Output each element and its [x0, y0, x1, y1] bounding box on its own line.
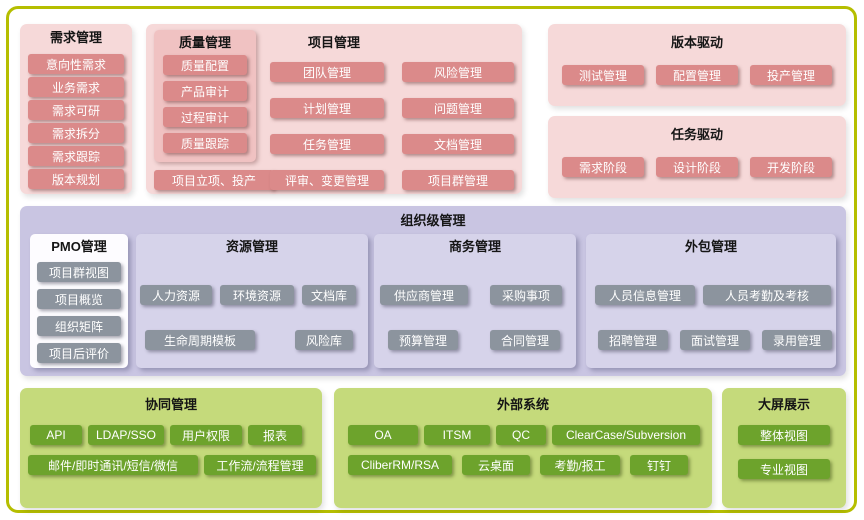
section-org-level: 组织级管理 PMO管理 项目群视图 项目概览 组织矩阵 项目后评价 资源管理 人… — [20, 206, 846, 376]
section-requirements: 需求管理 意向性需求 业务需求 需求可研 需求拆分 需求跟踪 版本规划 — [20, 24, 132, 194]
collaboration-title: 协同管理 — [144, 397, 197, 412]
module-row: 供应商管理 采购事项 — [374, 285, 576, 305]
business-title: 商务管理 — [448, 239, 501, 254]
task-driven-title: 任务驱动 — [670, 127, 723, 142]
module-node: 团队管理 — [270, 62, 384, 82]
module-node: 人力资源 — [140, 285, 212, 305]
module-node: OA — [348, 425, 418, 445]
module-node: 问题管理 — [402, 98, 514, 118]
module-node: 产品审计 — [163, 81, 247, 101]
module-row: 生命周期模板 风险库 — [136, 330, 368, 350]
module-node: 风险库 — [295, 330, 353, 350]
section-collaboration: 协同管理 API LDAP/SSO 用户权限 报表 邮件/即时通讯/短信/微信 … — [20, 388, 322, 508]
module-node: 录用管理 — [762, 330, 832, 350]
module-node: 采购事项 — [490, 285, 562, 305]
module-node: 版本规划 — [28, 169, 124, 189]
resource-title: 资源管理 — [225, 239, 278, 254]
panel-outsourcing: 外包管理 人员信息管理 人员考勤及考核 招聘管理 面试管理 录用管理 — [586, 234, 836, 368]
module-node: 质量配置 — [163, 55, 247, 75]
module-node: 供应商管理 — [380, 285, 468, 305]
module-node: 开发阶段 — [750, 157, 832, 177]
requirements-title: 需求管理 — [49, 30, 102, 45]
module-node: 项目群管理 — [402, 170, 514, 190]
module-node: 组织矩阵 — [37, 316, 121, 336]
version-driven-title: 版本驱动 — [670, 35, 723, 50]
module-node: 人员考勤及考核 — [703, 285, 831, 305]
section-project: 项目管理 质量管理 质量配置 产品审计 过程审计 质量跟踪 项目立项、投产 团队… — [146, 24, 522, 194]
module-row: 招聘管理 面试管理 录用管理 — [586, 330, 836, 350]
module-row: CliberRM/RSA 云桌面 考勤/报工 钉钉 — [334, 455, 712, 475]
panel-business: 商务管理 供应商管理 采购事项 预算管理 合同管理 — [374, 234, 576, 368]
module-row: API LDAP/SSO 用户权限 报表 — [20, 425, 322, 445]
module-node: 钉钉 — [630, 455, 688, 475]
module-node: 生命周期模板 — [145, 330, 255, 350]
module-node: 考勤/报工 — [540, 455, 620, 475]
module-node: 工作流/流程管理 — [204, 455, 316, 475]
module-node: 设计阶段 — [656, 157, 738, 177]
external-systems-title: 外部系统 — [496, 397, 549, 412]
module-node: 计划管理 — [270, 98, 384, 118]
org-level-title: 组织级管理 — [400, 213, 466, 228]
module-node: 文档管理 — [402, 134, 514, 154]
module-row: OA ITSM QC ClearCase/Subversion — [334, 425, 712, 445]
module-node: QC — [496, 425, 546, 445]
module-node: 需求阶段 — [562, 157, 644, 177]
section-version-driven: 版本驱动 测试管理 配置管理 投产管理 — [548, 24, 846, 106]
module-row: 人员信息管理 人员考勤及考核 — [586, 285, 836, 305]
section-big-screen: 大屏展示 整体视图 专业视图 — [722, 388, 846, 508]
module-row: 测试管理 配置管理 投产管理 — [548, 65, 846, 85]
big-screen-title: 大屏展示 — [757, 397, 810, 412]
module-node: 投产管理 — [750, 65, 832, 85]
outsourcing-title: 外包管理 — [684, 239, 737, 254]
module-node: API — [30, 425, 82, 445]
module-node: 需求跟踪 — [28, 146, 124, 166]
module-row: 邮件/即时通讯/短信/微信 工作流/流程管理 — [20, 455, 322, 475]
module-node: 测试管理 — [562, 65, 644, 85]
module-node: 合同管理 — [490, 330, 560, 350]
module-node: ITSM — [424, 425, 490, 445]
module-node: 整体视图 — [738, 425, 830, 445]
module-node: 报表 — [248, 425, 302, 445]
subsection-quality: 质量管理 质量配置 产品审计 过程审计 质量跟踪 — [154, 30, 256, 162]
module-node: 任务管理 — [270, 134, 384, 154]
module-node: 需求拆分 — [28, 123, 124, 143]
module-node: LDAP/SSO — [88, 425, 164, 445]
module-node: 需求可研 — [28, 100, 124, 120]
module-node: 邮件/即时通讯/短信/微信 — [28, 455, 198, 475]
panel-pmo: PMO管理 项目群视图 项目概览 组织矩阵 项目后评价 — [30, 234, 128, 368]
quality-title: 质量管理 — [178, 35, 231, 50]
section-task-driven: 任务驱动 需求阶段 设计阶段 开发阶段 — [548, 116, 846, 198]
panel-resource: 资源管理 人力资源 环境资源 文档库 生命周期模板 风险库 — [136, 234, 368, 368]
module-node: 预算管理 — [388, 330, 458, 350]
module-node: 面试管理 — [680, 330, 750, 350]
module-node: 项目后评价 — [37, 343, 121, 363]
module-node: 项目概览 — [37, 289, 121, 309]
module-node: 人员信息管理 — [595, 285, 695, 305]
module-node: 项目群视图 — [37, 262, 121, 282]
diagram-border — [6, 6, 857, 513]
module-row: 人力资源 环境资源 文档库 — [136, 285, 368, 305]
module-node: 文档库 — [302, 285, 356, 305]
section-external-systems: 外部系统 OA ITSM QC ClearCase/Subversion Cli… — [334, 388, 712, 508]
module-node: 云桌面 — [462, 455, 530, 475]
module-node: 招聘管理 — [598, 330, 668, 350]
module-node: 评审、变更管理 — [270, 170, 384, 190]
module-node: 过程审计 — [163, 107, 247, 127]
module-node: 配置管理 — [656, 65, 738, 85]
pmo-title: PMO管理 — [51, 239, 107, 254]
module-node: CliberRM/RSA — [348, 455, 452, 475]
module-node: 项目立项、投产 — [154, 170, 274, 190]
module-node: 意向性需求 — [28, 54, 124, 74]
module-node: 风险管理 — [402, 62, 514, 82]
project-title: 项目管理 — [307, 35, 360, 50]
module-node: 专业视图 — [738, 459, 830, 479]
module-node: ClearCase/Subversion — [552, 425, 700, 445]
module-node: 质量跟踪 — [163, 133, 247, 153]
module-node: 业务需求 — [28, 77, 124, 97]
module-node: 用户权限 — [170, 425, 242, 445]
module-row: 需求阶段 设计阶段 开发阶段 — [548, 157, 846, 177]
module-row: 预算管理 合同管理 — [374, 330, 576, 350]
module-node: 环境资源 — [220, 285, 294, 305]
